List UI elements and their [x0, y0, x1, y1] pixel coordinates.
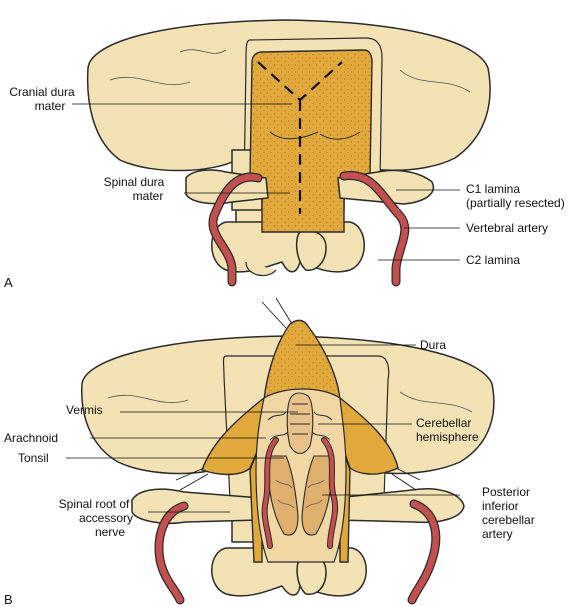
- label-spinal-dura-line1: Spinal dura: [104, 175, 165, 189]
- pica-right-b: [321, 437, 339, 549]
- c2-spinous-process-a: [295, 230, 327, 271]
- label-spinal-dura-line2: mater: [133, 189, 164, 203]
- panel-a: [86, 19, 491, 287]
- retraction-sutures-b: [175, 297, 421, 491]
- vertebral-artery-right-b: [407, 499, 441, 605]
- leader-lines: [66, 103, 460, 513]
- panel-b: [81, 297, 495, 605]
- label-c1-lamina-line2: (partially resected): [466, 196, 565, 210]
- dura-flap-left-b: [201, 396, 265, 476]
- label-spinal-root-line1: Spinal root of: [59, 497, 130, 511]
- dural-incision-line-a: [257, 61, 343, 214]
- label-cranial-dura-line1: Cranial dura: [9, 85, 75, 99]
- label-pica-line2: inferior: [482, 499, 519, 513]
- label-tonsil: Tonsil: [18, 451, 49, 465]
- label-pica-line4: artery: [482, 527, 513, 541]
- label-cranial-dura-line2: mater: [35, 99, 66, 113]
- label-pica-line1: Posterior: [482, 485, 530, 499]
- label-vermis: Vermis: [66, 403, 103, 417]
- label-spinal-root-line2: accessory: [79, 511, 133, 525]
- dura-flap-right-b: [339, 396, 399, 475]
- labels-panel-a: A Cranial dura mater Spinal dura mater C…: [4, 85, 565, 290]
- label-vertebral-artery: Vertebral artery: [466, 221, 548, 235]
- label-cerebellar-hemisphere-line2: hemisphere: [416, 430, 479, 444]
- label-cerebellar-hemisphere-line1: Cerebellar: [416, 416, 471, 430]
- vertebral-artery-left-a: [208, 172, 263, 287]
- label-c1-lamina-line1: C1 lamina: [466, 182, 520, 196]
- pica-left-b: [261, 437, 279, 549]
- vermis-b: [286, 392, 314, 455]
- label-c2-lamina: C2 lamina: [466, 253, 520, 267]
- label-pica-line3: cerebellar: [482, 513, 535, 527]
- label-arachnoid: Arachnoid: [4, 431, 58, 445]
- vertebral-artery-right-a: [339, 171, 410, 287]
- panel-letter-a: A: [4, 275, 13, 290]
- label-dura: Dura: [420, 338, 446, 352]
- labels-panel-b: B Dura Vermis Cerebellar hemisphere Arac…: [4, 338, 535, 607]
- c2-vertebra-a: [211, 221, 365, 273]
- label-spinal-root-line3: nerve: [95, 525, 125, 539]
- vertebral-artery-left-b: [154, 501, 189, 605]
- panel-letter-b: B: [4, 592, 13, 607]
